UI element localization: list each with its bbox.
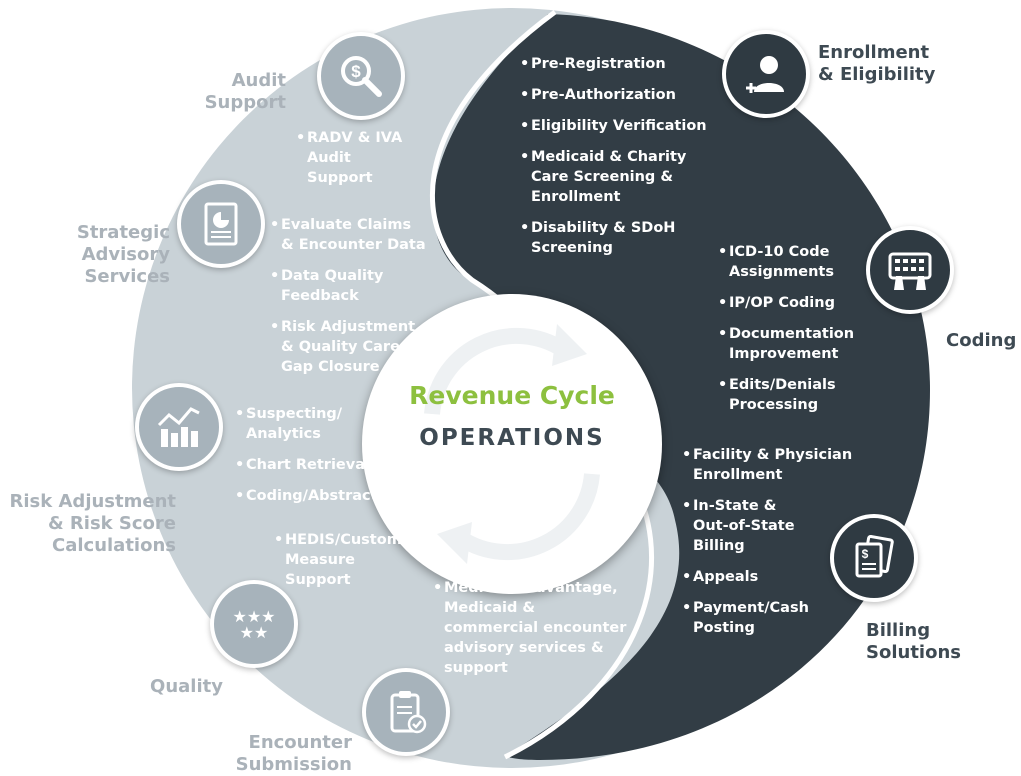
label-audit-support: Audit Support xyxy=(204,70,286,113)
list-item: Facility & Physician Enrollment xyxy=(682,445,862,485)
label-enrollment-eligibility: Enrollment & Eligibility xyxy=(818,42,936,85)
list-item: Data Quality Feedback xyxy=(270,266,450,306)
risk-adjustment-node xyxy=(135,383,223,471)
label-risk-adjustment: Risk Adjustment & Risk Score Calculation… xyxy=(9,491,176,556)
list-item: Medicaid & Charity Care Screening & Enro… xyxy=(520,147,720,207)
coding-node xyxy=(866,226,954,314)
center-title: Revenue Cycle xyxy=(409,381,615,410)
label-strategic-advisory: Strategic Advisory Services xyxy=(76,222,170,287)
list-item: Coding/Abstraction xyxy=(235,486,425,506)
list-risk-adjustment: Suspecting/ Analytics Chart Retrieval Co… xyxy=(235,404,425,517)
list-item: Chart Retrieval xyxy=(235,455,425,475)
svg-text:★★★: ★★★ xyxy=(232,607,275,626)
label-coding: Coding xyxy=(946,330,1017,351)
list-item: HEDIS/Custom Measure Support xyxy=(274,530,424,590)
list-item: Payment/Cash Posting xyxy=(682,598,862,638)
quality-node: ★★★ ★★ xyxy=(210,580,298,668)
list-item: Suspecting/ Analytics xyxy=(235,404,425,444)
list-item: Edits/Denials Processing xyxy=(718,375,878,415)
label-quality: Quality xyxy=(150,676,223,697)
list-item: Risk Adjustment & Quality Care Gap Closu… xyxy=(270,317,450,377)
list-billing-solutions: Facility & Physician Enrollment In-State… xyxy=(682,445,862,649)
svg-text:★★: ★★ xyxy=(240,623,269,642)
list-item: Pre-Authorization xyxy=(520,85,720,105)
encounter-submission-node xyxy=(362,668,450,756)
stars-icon: ★★★ ★★ xyxy=(232,607,275,642)
list-enrollment-eligibility: Pre-Registration Pre-Authorization Eligi… xyxy=(520,54,720,269)
list-item: Evaluate Claims & Encounter Data xyxy=(270,215,450,255)
label-encounter-submission: Encounter Submission xyxy=(235,732,352,775)
bar-chart-trend-icon xyxy=(157,407,200,447)
svg-text:$: $ xyxy=(862,547,869,561)
list-audit-support: RADV & IVA Audit Support xyxy=(296,128,446,199)
center-subtitle: OPERATIONS xyxy=(419,425,605,451)
add-user-icon xyxy=(746,56,784,93)
center-cycle-arrows-icon xyxy=(424,324,600,564)
list-encounter-submission: Medicare Advantage, Medicaid & commercia… xyxy=(433,578,638,689)
svg-text:$: $ xyxy=(351,62,361,81)
list-item: Documentation Improvement xyxy=(718,324,878,364)
list-item: Medicare Advantage, Medicaid & commercia… xyxy=(433,578,638,678)
invoice-documents-icon: $ xyxy=(855,534,894,578)
list-strategic-advisory: Evaluate Claims & Encounter Data Data Qu… xyxy=(270,215,450,388)
report-document-icon xyxy=(204,202,238,246)
audit-support-node: $ xyxy=(317,32,405,120)
clipboard-check-icon xyxy=(390,691,427,734)
list-item: Appeals xyxy=(682,567,862,587)
list-quality: HEDIS/Custom Measure Support xyxy=(274,530,424,601)
list-item: RADV & IVA Audit Support xyxy=(296,128,446,188)
label-billing-solutions: Billing Solutions xyxy=(866,620,961,663)
list-item: Disability & SDoH Screening xyxy=(520,218,720,258)
billing-solutions-node: $ xyxy=(830,514,918,602)
keyboard-hands-icon xyxy=(888,252,932,290)
list-item: Eligibility Verification xyxy=(520,116,720,136)
list-item: Pre-Registration xyxy=(520,54,720,74)
enrollment-eligibility-node xyxy=(722,30,810,118)
list-item: In-State & Out-of-State Billing xyxy=(682,496,862,556)
list-item: IP/OP Coding xyxy=(718,293,878,313)
strategic-advisory-node xyxy=(177,180,265,268)
dollar-magnifier-icon: $ xyxy=(341,56,382,97)
list-coding: ICD-10 Code Assignments IP/OP Coding Doc… xyxy=(718,242,878,426)
list-item: ICD-10 Code Assignments xyxy=(718,242,878,282)
